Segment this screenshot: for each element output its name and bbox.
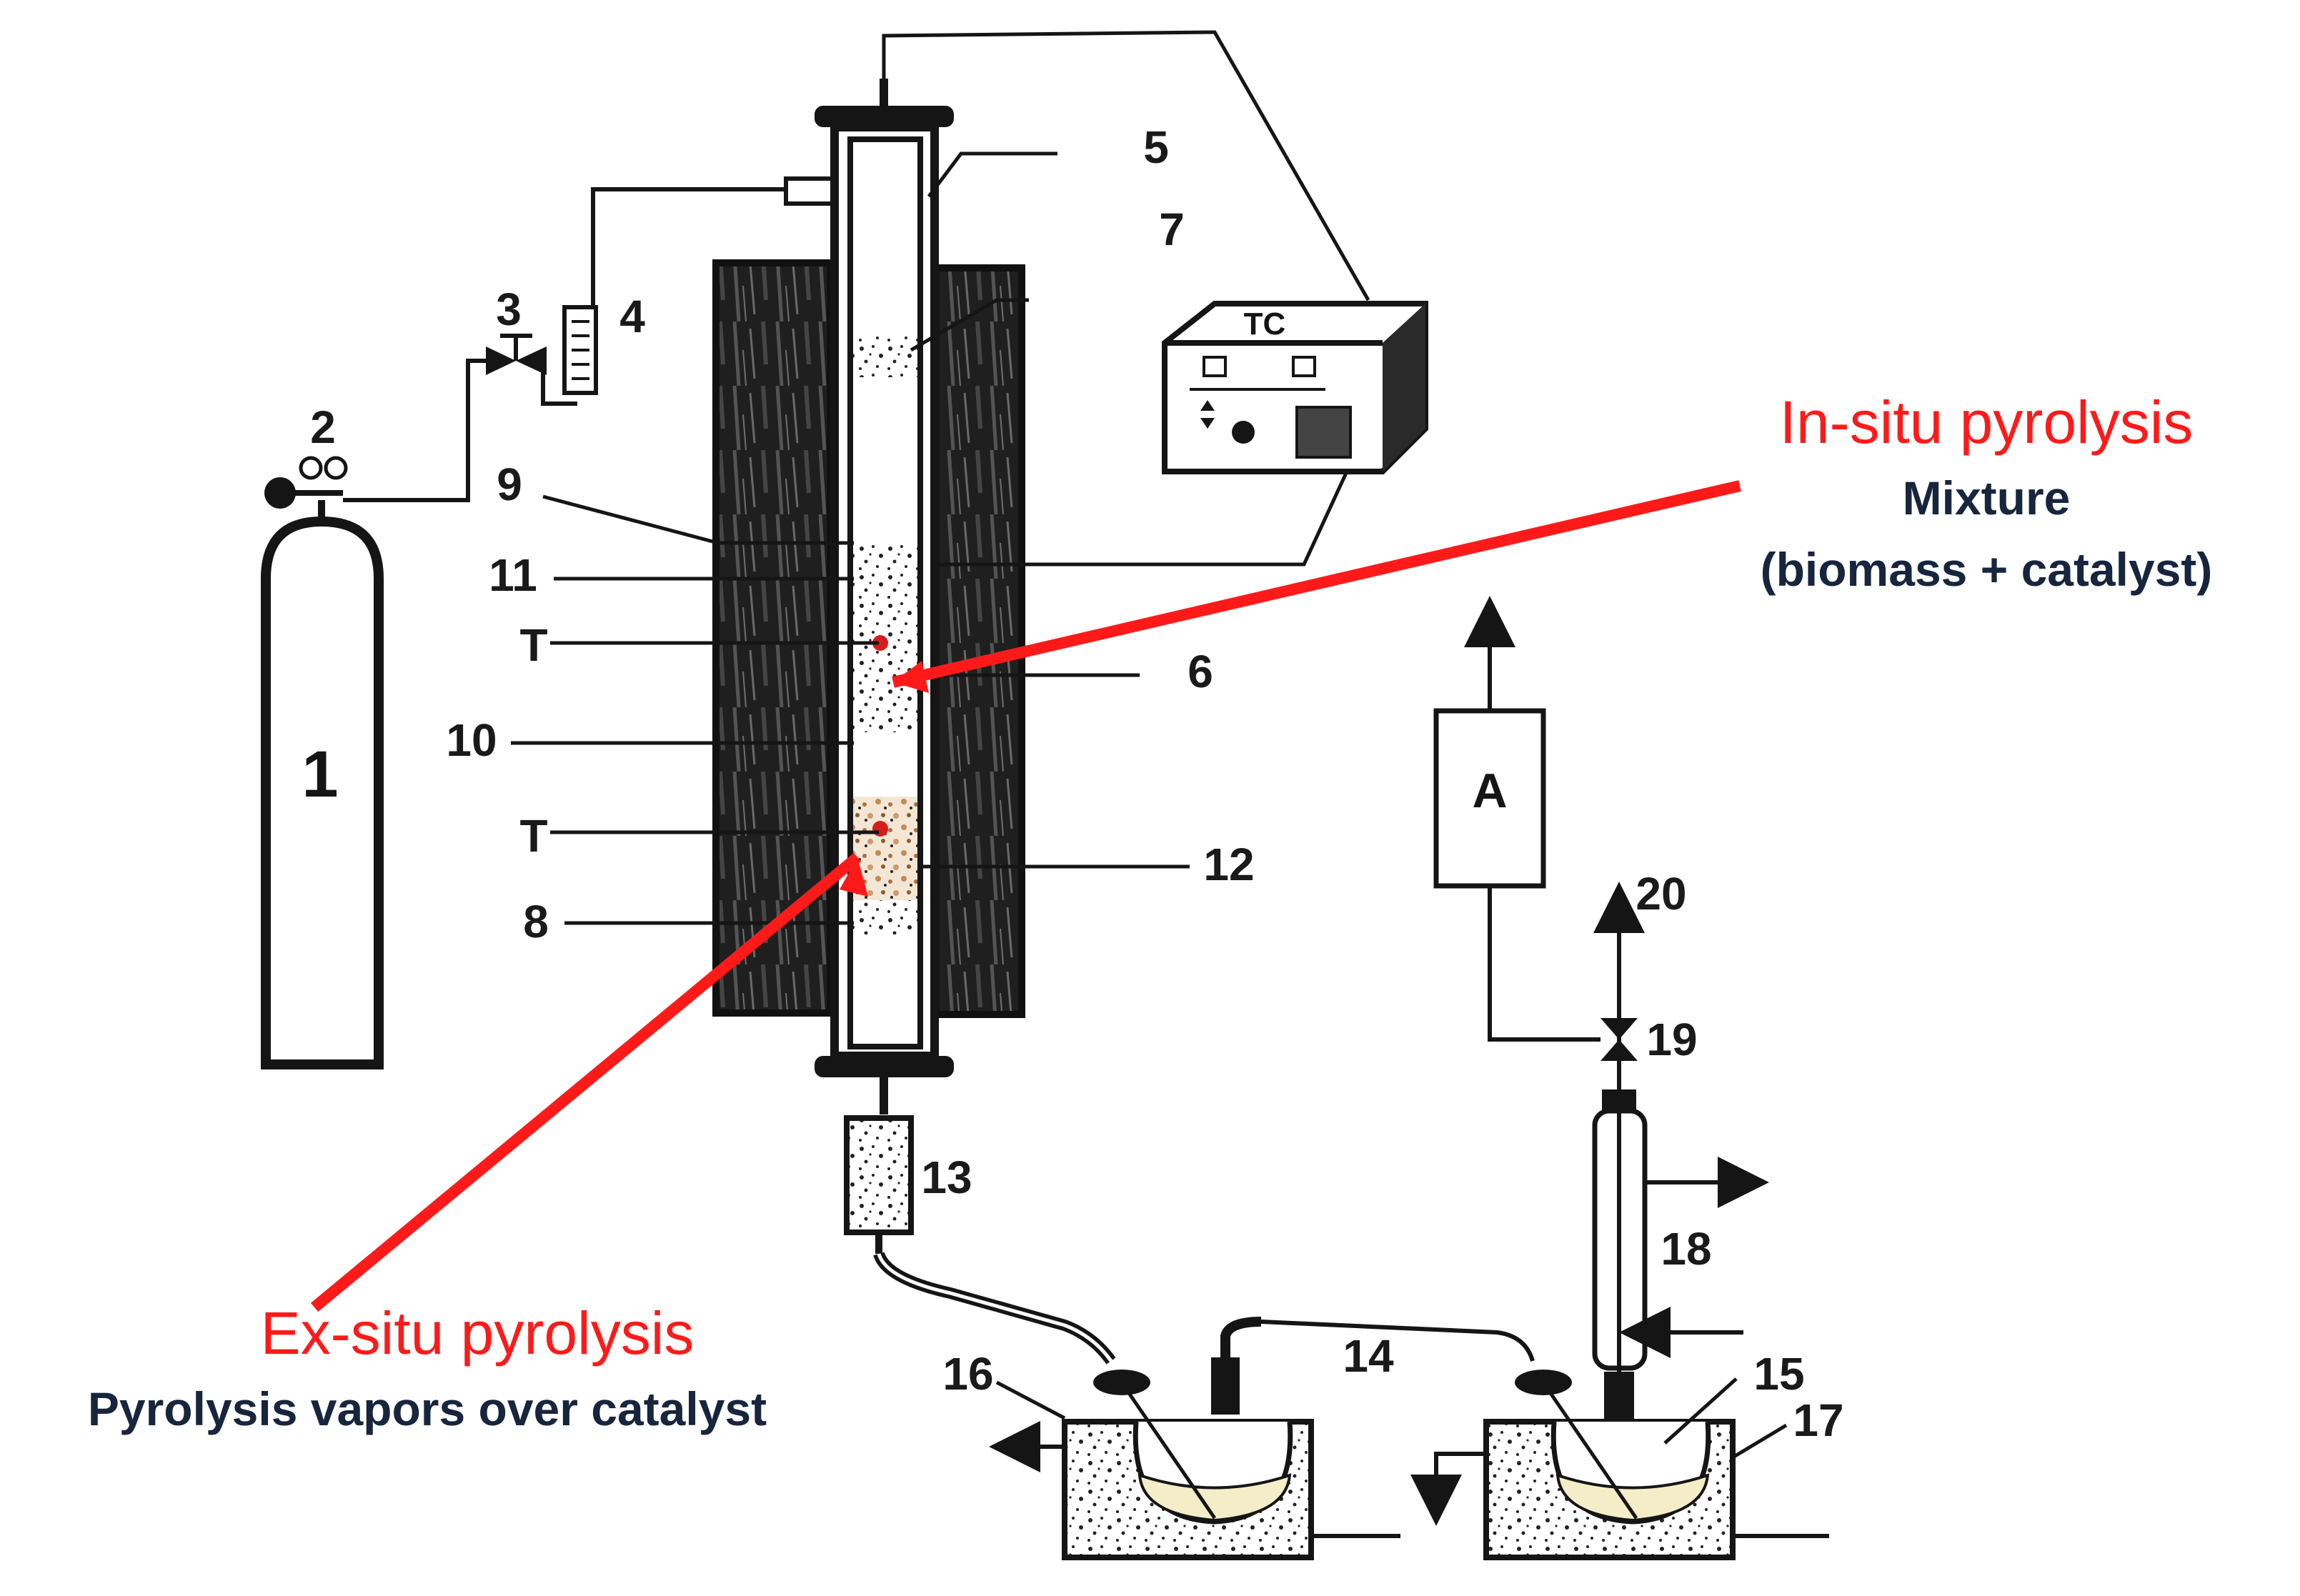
label-17: 17 — [1793, 1395, 1843, 1446]
ex-situ-pointer — [310, 852, 862, 1312]
label-t-lower: T — [519, 810, 547, 862]
label-analyzer: A — [1472, 764, 1507, 818]
label-6: 6 — [1188, 646, 1213, 697]
in-situ-pointer — [892, 480, 1741, 688]
gas-analyzer — [1433, 596, 1600, 1042]
quartz-wool-plug-top — [853, 336, 917, 377]
thermocouple-point-lower — [872, 821, 888, 837]
label-12: 12 — [1203, 839, 1254, 890]
gas-line-to-reactor — [591, 187, 786, 307]
label-1: 1 — [302, 738, 338, 811]
label-15: 15 — [1753, 1348, 1804, 1400]
condenser — [1592, 1089, 1769, 1372]
reactor-callout-lines — [511, 151, 1190, 925]
cylinder-body — [261, 516, 384, 1069]
cold-trap — [844, 1115, 914, 1254]
outlet-valve — [1593, 882, 1645, 1089]
ex-situ-title: Ex-situ pyrolysis — [261, 1300, 695, 1367]
label-16: 16 — [942, 1348, 993, 1400]
gas-cylinder — [261, 500, 384, 1069]
label-7: 7 — [1159, 204, 1185, 255]
pressure-regulator — [264, 456, 348, 509]
reactor — [784, 79, 954, 1114]
label-tc: TC — [1244, 306, 1286, 341]
cooling-bath-left — [989, 1317, 1400, 1560]
label-t-upper: T — [519, 619, 547, 671]
label-5: 5 — [1143, 121, 1169, 173]
ex-situ-line1: Pyrolysis vapors over catalyst — [88, 1382, 767, 1435]
label-2: 2 — [310, 402, 336, 453]
catalyst-bed — [853, 797, 917, 914]
in-situ-title: In-situ pyrolysis — [1780, 389, 2194, 456]
gas-line — [343, 359, 577, 502]
tube-flask-14-to-15 — [1260, 1320, 1535, 1362]
label-18: 18 — [1661, 1223, 1711, 1275]
furnace-right-wall — [932, 264, 1025, 1018]
in-situ-line2: (biomass + catalyst) — [1761, 543, 2213, 596]
label-13: 13 — [921, 1152, 972, 1203]
furnace — [712, 259, 1025, 1018]
label-14: 14 — [1343, 1330, 1394, 1382]
label-20: 20 — [1636, 868, 1686, 919]
needle-valve — [486, 334, 547, 375]
controller-wiring — [882, 30, 1370, 567]
label-19: 19 — [1646, 1014, 1697, 1065]
cooling-bath-right — [1410, 1370, 1829, 1560]
temperature-controller — [1162, 301, 1428, 474]
label-11: 11 — [489, 549, 537, 601]
flowmeter — [562, 305, 598, 395]
label-4: 4 — [619, 291, 645, 342]
support-bed — [853, 900, 917, 934]
label-10: 10 — [446, 714, 497, 766]
label-3: 3 — [496, 284, 522, 335]
label-9: 9 — [497, 459, 522, 510]
label-8: 8 — [523, 896, 549, 947]
thermocouple-point-upper — [872, 635, 888, 651]
furnace-left-wall — [712, 259, 834, 1017]
in-situ-line1: Mixture — [1903, 472, 2071, 524]
